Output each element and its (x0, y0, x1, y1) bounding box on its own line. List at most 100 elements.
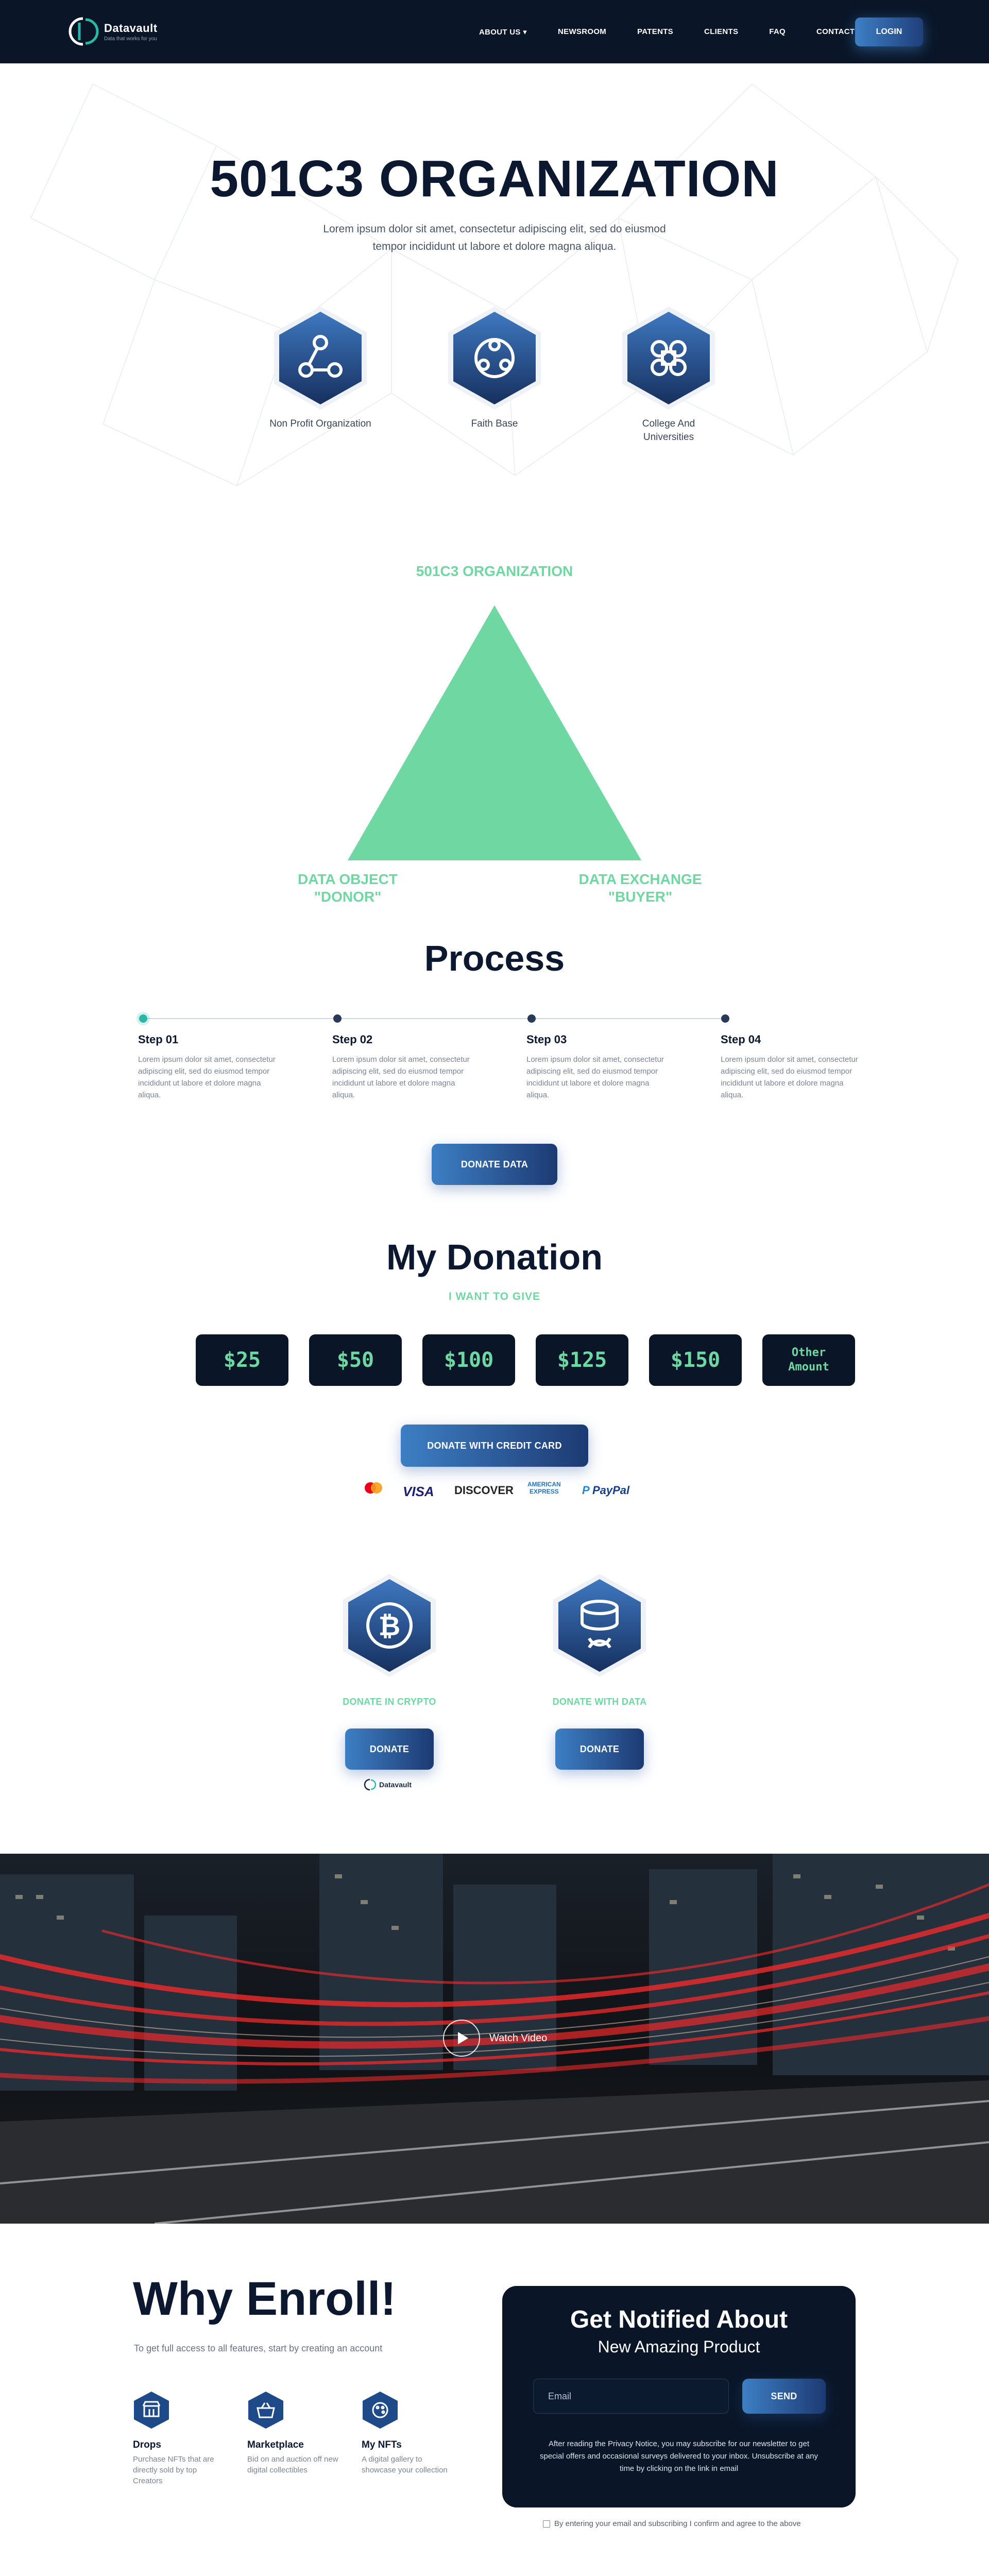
nav-newsroom[interactable]: NEWSROOM (558, 27, 607, 36)
store-icon (134, 2392, 169, 2429)
step-title: Step 01 (138, 1033, 179, 1046)
login-button[interactable]: LOGIN (855, 18, 923, 46)
donate-data-label: DONATE WITH DATA (552, 1697, 647, 1707)
feature-text: Purchase NFTs that are directly sold by … (133, 2455, 214, 2485)
process-timeline (143, 1018, 725, 1019)
donation-subtitle: I WANT TO GIVE (448, 1291, 541, 1302)
timeline-dot (527, 1014, 536, 1023)
hero-title: 501C3 ORGANIZATION (210, 150, 779, 208)
feature-title: Marketplace (247, 2439, 304, 2450)
enroll-title: Why Enroll! (133, 2273, 397, 2325)
step-text: Lorem ipsum dolor sit amet, consectetur … (138, 1055, 276, 1099)
hero-subtitle: Lorem ipsum dolor sit amet, consectetur … (323, 223, 666, 252)
watch-video-label[interactable]: Watch Video (489, 2032, 548, 2044)
brand-name: Datavault (104, 21, 158, 35)
amount-50-button[interactable]: $50 (309, 1334, 402, 1386)
amount-150-button[interactable]: $150 (649, 1334, 742, 1386)
enroll-subtitle: To get full access to all features, star… (134, 2343, 383, 2353)
datavault-logo-icon (67, 15, 99, 47)
hexagon-badge (269, 304, 372, 412)
feature-text: A digital gallery to showcase your colle… (362, 2455, 448, 2475)
send-button[interactable]: SEND (742, 2379, 826, 2414)
nav-clients[interactable]: CLIENTS (704, 27, 739, 36)
timeline-dot (721, 1014, 729, 1023)
svg-text:₿: ₿ (379, 1611, 400, 1642)
triangle-top-label: 501C3 ORGANIZATION (416, 563, 573, 579)
top-navbar: Datavault Data that works for you ABOUT … (0, 0, 989, 63)
amount-25-button[interactable]: $25 (196, 1334, 288, 1386)
feature-title: Drops (133, 2439, 161, 2450)
nav-patents[interactable]: PATENTS (637, 27, 673, 36)
hexagon-badge (617, 304, 720, 412)
card-label: College And Universities (642, 418, 695, 443)
play-icon (458, 2032, 468, 2044)
card-label: Non Profit Organization (269, 418, 371, 429)
newsletter-card: Get Notified About New Amazing Product S… (502, 2286, 856, 2507)
nav-contact[interactable]: CONTACT (816, 27, 855, 36)
card-non-profit[interactable]: Non Profit Organization (269, 304, 372, 431)
process-step-3: Step 03 Lorem ipsum dolor sit amet, cons… (526, 1033, 666, 1101)
donate-crypto-button[interactable]: DONATE (345, 1728, 434, 1770)
amount-100-button[interactable]: $100 (422, 1334, 515, 1386)
palette-icon (363, 2392, 398, 2429)
crypto-hexagon: ₿ (338, 1571, 441, 1682)
play-button[interactable] (443, 2020, 480, 2057)
step-title: Step 02 (332, 1033, 373, 1046)
basket-icon (248, 2392, 283, 2429)
donate-credit-card-button[interactable]: DONATE WITH CREDIT CARD (401, 1425, 588, 1467)
step-title: Step 03 (526, 1033, 567, 1046)
video-banner[interactable] (0, 1854, 989, 2224)
triangle-diagram (348, 605, 641, 860)
email-input[interactable] (533, 2379, 729, 2414)
brand-logo[interactable]: Datavault Data that works for you (67, 15, 158, 47)
mastercard-icon (363, 1481, 384, 1495)
feature-drops: Drops Purchase NFTs that are directly so… (133, 2391, 226, 2486)
donate-data-button[interactable]: DONATE DATA (432, 1144, 557, 1185)
process-title: Process (424, 938, 565, 978)
bitcoin-icon: ₿ (366, 1602, 413, 1649)
newsletter-title: Get Notified About (570, 2306, 788, 2333)
process-step-1: Step 01 Lorem ipsum dolor sit amet, cons… (138, 1033, 277, 1101)
timeline-dot (333, 1014, 342, 1023)
triangle-left-label: DATA OBJECT "DONOR" (298, 871, 398, 905)
newsletter-subtitle: New Amazing Product (598, 2337, 760, 2356)
brand-tagline: Data that works for you (104, 36, 157, 42)
card-faith-base[interactable]: Faith Base (443, 304, 546, 431)
data-hexagon (548, 1571, 651, 1682)
small-datavault-logo: Datavault (364, 1778, 412, 1791)
newsletter-note: After reading the Privacy Notice, you ma… (539, 2439, 818, 2473)
process-step-2: Step 02 Lorem ipsum dolor sit amet, cons… (332, 1033, 471, 1101)
step-title: Step 04 (721, 1033, 761, 1046)
network-nodes-icon (298, 335, 343, 378)
discover-icon: DISCOVER (454, 1484, 514, 1497)
feature-title: My NFTs (362, 2439, 402, 2450)
card-college[interactable]: College And Universities (617, 304, 720, 444)
amount-125-button[interactable]: $125 (536, 1334, 628, 1386)
feature-my-nfts: My NFTs A digital gallery to showcase yo… (362, 2391, 454, 2476)
agree-checkbox[interactable] (543, 2520, 550, 2528)
nav-about-us[interactable]: ABOUT US ▾ (479, 27, 527, 37)
card-label: Faith Base (471, 418, 518, 429)
main-menu: ABOUT US ▾ NEWSROOM PATENTS CLIENTS FAQ … (479, 0, 885, 63)
database-sync-icon (581, 1600, 619, 1649)
donation-title: My Donation (386, 1237, 603, 1277)
agree-row: By entering your email and subscribing I… (543, 2519, 801, 2528)
feature-text: Bid on and auction off new digital colle… (247, 2455, 338, 2475)
process-step-4: Step 04 Lorem ipsum dolor sit amet, cons… (721, 1033, 860, 1101)
datavault-small-icon (364, 1778, 376, 1791)
step-text: Lorem ipsum dolor sit amet, consectetur … (332, 1055, 470, 1099)
donate-data-button-2[interactable]: DONATE (555, 1728, 644, 1770)
step-text: Lorem ipsum dolor sit amet, consectetur … (526, 1055, 664, 1099)
agree-text: By entering your email and subscribing I… (554, 2519, 801, 2528)
step-text: Lorem ipsum dolor sit amet, consectetur … (721, 1055, 858, 1099)
hexagon-badge (443, 304, 546, 412)
nav-faq[interactable]: FAQ (769, 27, 786, 36)
donate-crypto-label: DONATE IN CRYPTO (343, 1697, 436, 1707)
feature-marketplace: Marketplace Bid on and auction off new d… (247, 2391, 340, 2476)
triangle-right-label: DATA EXCHANGE "BUYER" (578, 871, 702, 905)
community-icon (474, 338, 515, 378)
paypal-icon: P PayPal (582, 1484, 630, 1497)
visa-icon: VISA (403, 1484, 434, 1499)
